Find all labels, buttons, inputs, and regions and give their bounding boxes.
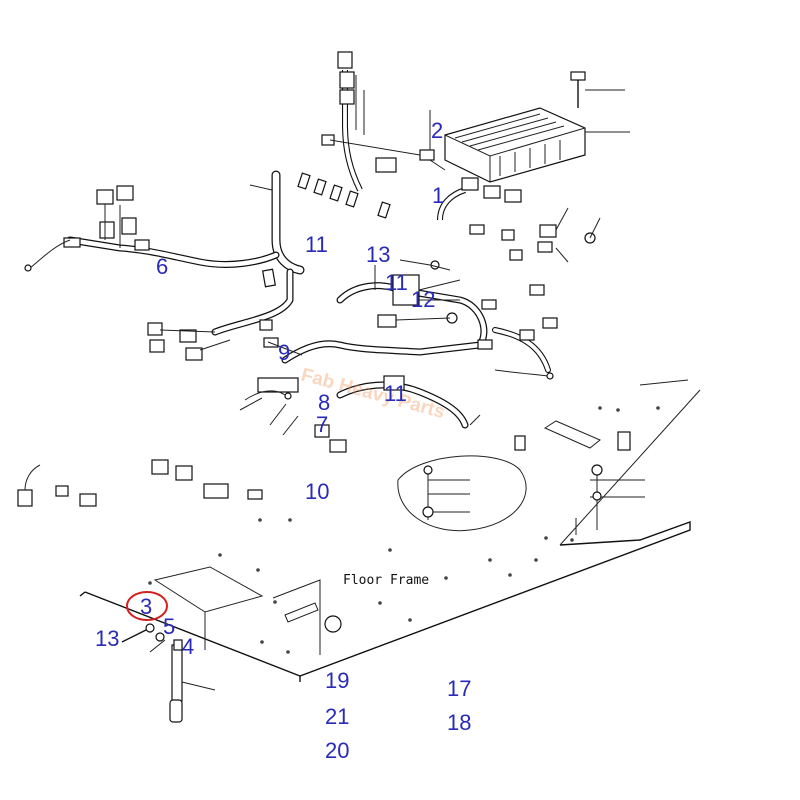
harness-bands (247, 172, 497, 500)
callouts: 1 2 3 4 5 6 7 8 9 10 11 11 11 12 13 13 1… (95, 118, 471, 763)
callout-17[interactable]: 17 (447, 676, 471, 701)
heater-unit (429, 71, 630, 183)
callout-6[interactable]: 6 (156, 254, 168, 279)
callout-7[interactable]: 7 (316, 412, 328, 437)
callout-8[interactable]: 8 (318, 390, 330, 415)
relay-cluster-right (461, 177, 601, 380)
callout-2[interactable]: 2 (431, 118, 443, 143)
relay-cluster-mid-left (147, 319, 279, 361)
floor-frame-label: Floor Frame (343, 573, 429, 588)
callout-11-a[interactable]: 11 (305, 232, 328, 257)
callout-19[interactable]: 19 (325, 668, 349, 693)
callout-1[interactable]: 1 (432, 183, 444, 208)
callout-13-b[interactable]: 13 (95, 626, 119, 651)
callout-20[interactable]: 20 (325, 738, 349, 763)
ground-strap (169, 639, 216, 723)
callout-4[interactable]: 4 (182, 634, 194, 659)
plate-holes (148, 406, 660, 654)
callout-21[interactable]: 21 (325, 704, 349, 729)
leader-lines (204, 184, 481, 650)
floor-frame-plate (79, 379, 701, 682)
callout-13-a[interactable]: 13 (366, 242, 390, 267)
callout-10[interactable]: 10 (305, 479, 329, 504)
callout-9[interactable]: 9 (278, 340, 290, 365)
highlight-ring (126, 591, 168, 621)
callout-11-c[interactable]: 11 (384, 381, 407, 406)
callout-11-b[interactable]: 11 (385, 270, 408, 295)
callout-12[interactable]: 12 (411, 287, 435, 312)
relay-cluster-center (374, 259, 461, 391)
callout-18[interactable]: 18 (447, 710, 471, 735)
bolt-assembly (121, 623, 166, 653)
callout-5[interactable]: 5 (163, 614, 175, 639)
relay-cluster-top (321, 51, 435, 173)
relay-cluster-left (24, 185, 150, 272)
callout-3[interactable]: 3 (140, 594, 152, 619)
relay-cluster-lower (17, 377, 347, 507)
